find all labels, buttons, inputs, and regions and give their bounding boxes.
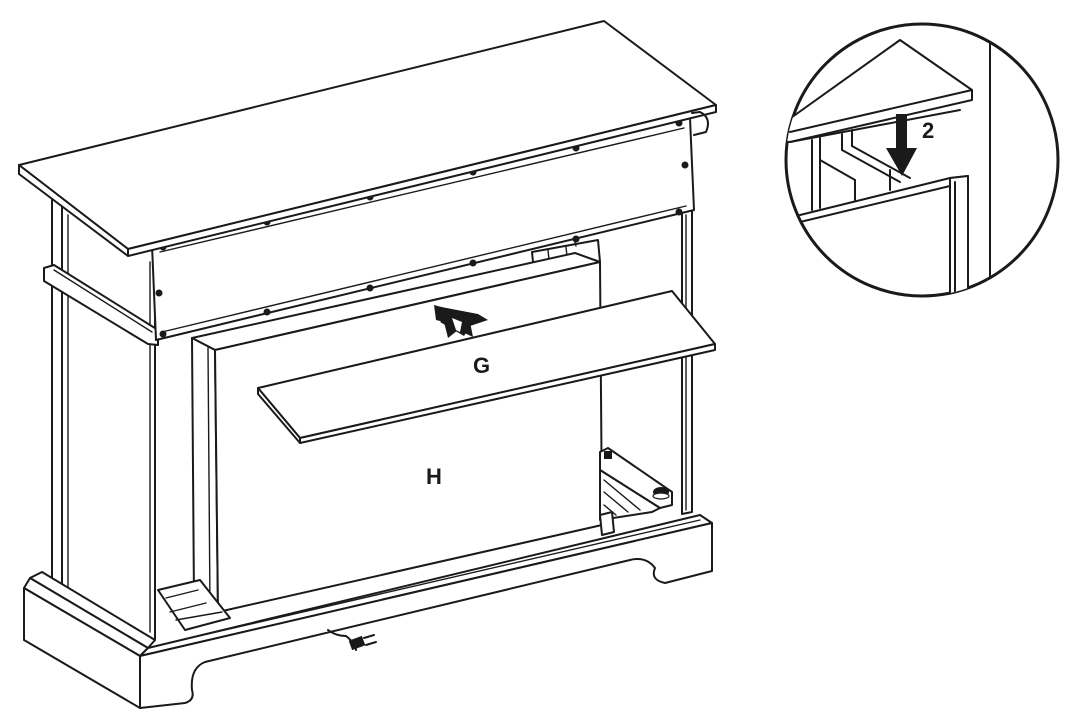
right-side-panel [681,207,693,515]
fireplace-mantel-cabinet [18,20,717,709]
up-right-arrow-icon [434,305,488,338]
detail-callout-circle [784,22,1060,298]
part-label-h: H [426,464,442,489]
down-arrow-icon [886,114,917,176]
shelf-board-g [257,290,716,444]
plinth-base [23,514,713,709]
power-cord-plug-icon [327,629,377,651]
mantel-top-board [18,20,717,257]
left-side-panel [51,194,156,641]
left-crown-molding [43,264,159,346]
bolt-icon [604,451,670,500]
left-floor-bracket [157,579,231,631]
part-label-g: G [473,353,490,378]
step-number-label: 2 [922,118,934,143]
right-floor-bracket [599,447,673,536]
